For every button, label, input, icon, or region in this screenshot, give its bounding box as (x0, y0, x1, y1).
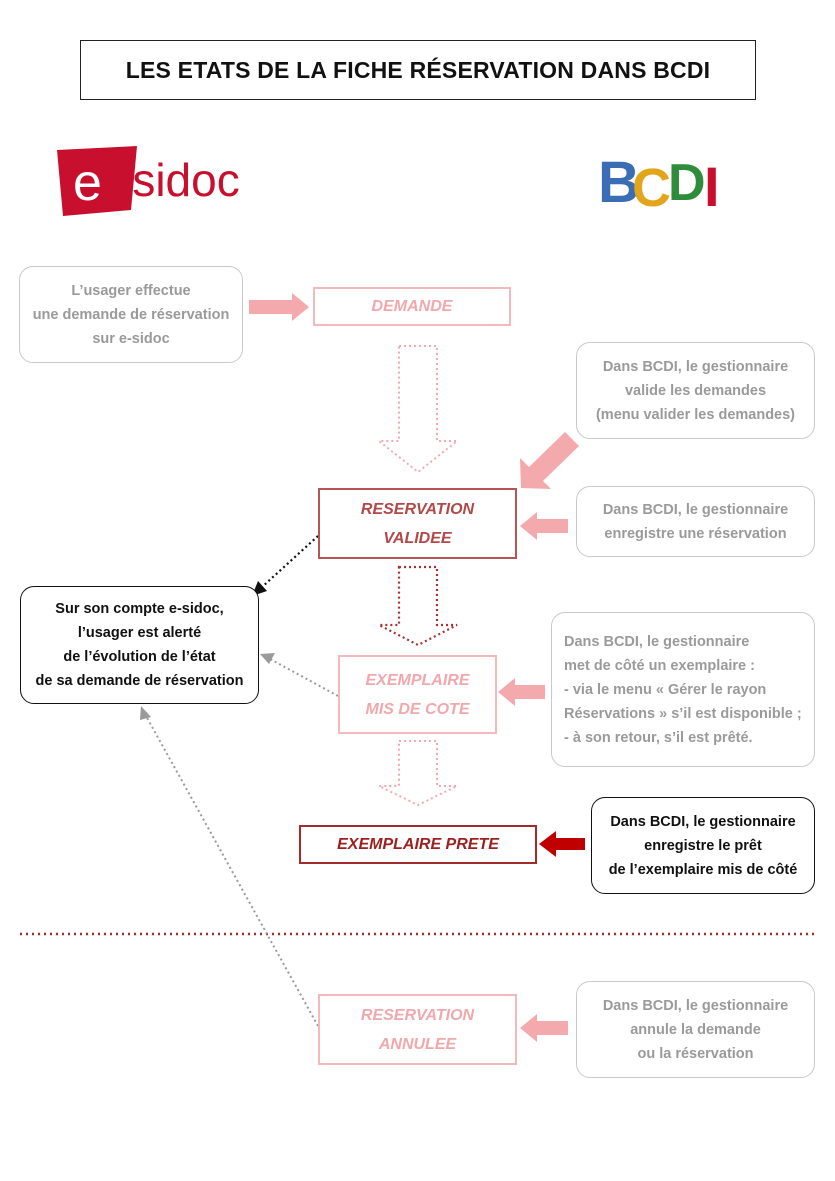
arrow-pret-to-prete (539, 831, 585, 857)
arrow-valide-to-validee (520, 432, 579, 489)
note-annule: Dans BCDI, le gestionnaire annule la dem… (576, 981, 815, 1078)
bcdi-letter-i: I (704, 155, 720, 218)
state-exemplaire-mis-de-cote: EXEMPLAIRE MIS DE COTE (338, 655, 497, 734)
arrow-metdecote-to-misdecote (498, 678, 545, 706)
bcdi-letter-c: C (632, 158, 671, 218)
esidoc-logo-e: e (73, 154, 102, 212)
state-reservation-annulee: RESERVATION ANNULEE (318, 994, 517, 1065)
bcdi-letter-b: B (598, 150, 640, 215)
arrow-validee-to-misdecote (378, 565, 458, 647)
page-title-text: LES ETATS DE LA FICHE RÉSERVATION DANS B… (125, 56, 711, 83)
note-enregistre-reservation: Dans BCDI, le gestionnaire enregistre un… (576, 486, 815, 557)
state-reservation-validee: RESERVATION VALIDEE (318, 488, 517, 559)
arrow-misdecote-to-prete (378, 740, 458, 807)
page-title: LES ETATS DE LA FICHE RÉSERVATION DANS B… (80, 40, 756, 100)
bcdi-letter-d: D (668, 154, 706, 212)
note-valide-demandes: Dans BCDI, le gestionnaire valide les de… (576, 342, 815, 439)
note-usager-demande: L’usager effectue une demande de réserva… (19, 266, 243, 363)
note-enregistre-pret: Dans BCDI, le gestionnaire enregistre le… (591, 797, 815, 894)
arrow-enregistre-to-validee (520, 512, 568, 540)
arrow-annule-to-annulee (520, 1014, 568, 1042)
esidoc-logo-suffix: -sidoc (117, 154, 240, 206)
bcdi-logo: B C D I (596, 140, 736, 220)
note-alerte-usager: Sur son compte e-sidoc, l’usager est ale… (20, 586, 259, 704)
arrow-demande-to-validee (376, 345, 460, 474)
esidoc-logo: e -sidoc (55, 140, 265, 220)
arrow-usager-to-demande (249, 293, 309, 321)
state-exemplaire-prete: EXEMPLAIRE PRETE (299, 825, 537, 864)
note-met-de-cote: Dans BCDI, le gestionnaire met de côté u… (551, 612, 815, 767)
state-demande: DEMANDE (313, 287, 511, 326)
